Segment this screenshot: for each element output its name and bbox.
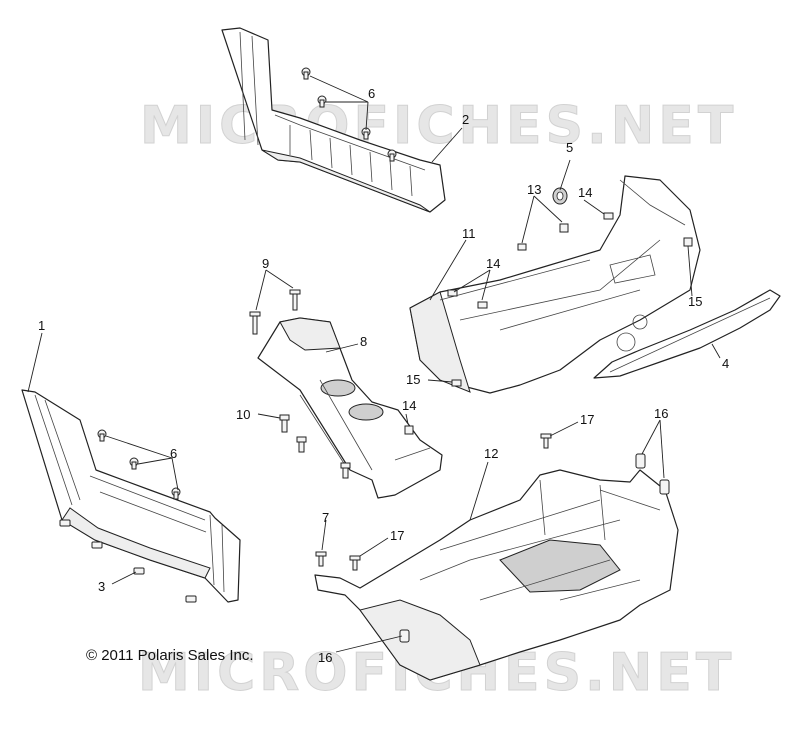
callout-6-lower: 6 — [170, 446, 177, 461]
callout-9: 9 — [262, 256, 269, 271]
callout-17-left: 17 — [390, 528, 404, 543]
callout-14-mid: 14 — [486, 256, 500, 271]
callout-16-right: 16 — [654, 406, 668, 421]
callout-10: 10 — [236, 407, 250, 422]
push-rivet-icon — [97, 429, 107, 442]
screw-icon — [296, 436, 307, 453]
callout-7: 7 — [322, 510, 329, 525]
callout-2: 2 — [462, 112, 469, 127]
part-footwell-panel-lower[interactable] — [21, 389, 241, 603]
clip-icon — [399, 629, 410, 643]
push-rivet-icon — [387, 149, 397, 162]
screw-icon — [315, 551, 327, 567]
callout-17-right: 17 — [580, 412, 594, 427]
callout-3: 3 — [98, 579, 105, 594]
screw-icon — [349, 555, 361, 571]
screw-icon — [185, 595, 197, 603]
leader-lines — [27, 75, 721, 653]
fasteners-6-lower[interactable] — [97, 429, 181, 500]
push-rivet-icon — [301, 67, 311, 80]
screw-icon — [603, 212, 614, 220]
fasteners-7-16-17[interactable] — [315, 433, 670, 643]
push-rivet-icon — [361, 127, 371, 140]
callout-14-lower: 14 — [402, 398, 416, 413]
callout-5: 5 — [566, 140, 573, 155]
push-rivet-icon — [171, 487, 181, 500]
part-retaining-clip[interactable] — [552, 187, 568, 205]
callout-4: 4 — [722, 356, 729, 371]
part-seal-strip[interactable] — [593, 289, 781, 379]
watermark-top: MICROFICHES.NET — [140, 96, 737, 156]
callout-16-lower: 16 — [318, 650, 332, 665]
bolt-icon — [289, 289, 301, 311]
push-rivet-icon — [129, 457, 139, 470]
callout-14-top: 14 — [578, 185, 592, 200]
copyright-notice: © 2011 Polaris Sales Inc. — [86, 647, 254, 664]
screw-icon — [279, 414, 290, 433]
clip-icon — [635, 453, 646, 469]
push-rivet-icon — [317, 95, 327, 108]
screw-icon — [477, 301, 488, 309]
fasteners-6-upper[interactable] — [301, 67, 397, 162]
callout-13: 13 — [527, 182, 541, 197]
screw-icon — [540, 433, 552, 449]
callout-labels: 2 1 6 6 3 5 13 14 11 14 15 4 9 8 10 14 1… — [38, 86, 729, 665]
screws-3[interactable] — [59, 519, 197, 603]
callout-15-right: 15 — [688, 294, 702, 309]
callout-11: 11 — [462, 226, 476, 241]
screw-icon — [59, 519, 71, 527]
part-floor-tub[interactable] — [314, 469, 679, 681]
clip-icon — [659, 479, 670, 495]
screw-icon — [451, 379, 462, 387]
screw-icon — [404, 425, 414, 435]
screws-10[interactable] — [279, 414, 351, 479]
screw-icon — [517, 243, 527, 251]
screw-icon — [447, 289, 458, 297]
bolt-icon — [249, 311, 261, 335]
screw-icon — [683, 237, 693, 247]
bolts-9[interactable] — [249, 289, 301, 335]
screw-icon — [91, 541, 103, 549]
callout-6-upper: 6 — [368, 86, 375, 101]
screw-icon — [340, 462, 351, 479]
screw-icon — [559, 223, 569, 233]
callout-1: 1 — [38, 318, 45, 333]
callout-8: 8 — [360, 334, 367, 349]
part-rear-floor-panel[interactable] — [409, 175, 701, 394]
part-center-console[interactable] — [257, 317, 443, 499]
screw-icon — [133, 567, 145, 575]
fasteners-13-14-15[interactable] — [404, 212, 693, 435]
callout-15-left: 15 — [406, 372, 420, 387]
callout-12: 12 — [484, 446, 498, 461]
part-footwell-panel-upper[interactable] — [221, 27, 446, 213]
